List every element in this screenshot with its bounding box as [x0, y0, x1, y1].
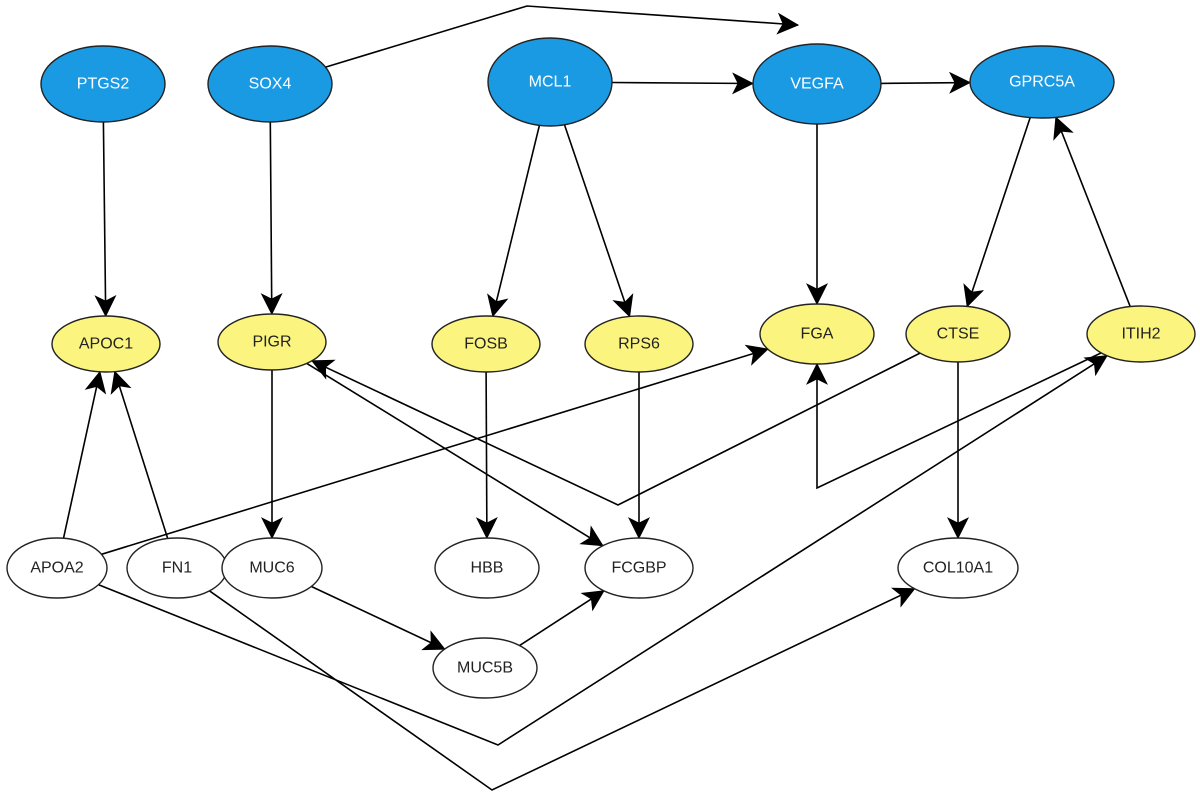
node-ellipse[interactable] [1086, 305, 1196, 363]
node-label: COL10A1 [923, 560, 993, 577]
node-fosb[interactable]: FOSB [431, 315, 541, 373]
node-label: MUC5B [457, 660, 513, 677]
node-ellipse[interactable] [584, 537, 694, 599]
node-col10a1[interactable]: COL10A1 [897, 537, 1019, 599]
node-label: FN1 [162, 560, 192, 577]
node-label: GPRC5A [1009, 74, 1075, 91]
edge-fosb-to-hbb [475, 371, 498, 540]
node-label: RPS6 [618, 336, 660, 353]
node-sox4[interactable]: SOX4 [207, 45, 333, 123]
edge-itih2-to-gprc5a [1053, 116, 1131, 307]
edge-fn1-to-apoc1 [110, 370, 169, 539]
edge-apoa2-to-fga [101, 344, 769, 556]
edge-mcl1-to-vegfa [611, 72, 755, 95]
node-label: MCL1 [529, 74, 572, 91]
edge-muc5b-to-fcgbp [519, 590, 605, 647]
node-gprc5a[interactable]: GPRC5A [969, 45, 1115, 119]
edge-apoa2-to-apoc1 [62, 370, 107, 539]
node-ptgs2[interactable]: PTGS2 [40, 45, 166, 123]
node-label: MUC6 [249, 560, 294, 577]
node-label: SOX4 [249, 76, 292, 93]
edge-itih2-to-fga [806, 352, 1102, 490]
edge-muc6-to-muc5b [311, 585, 446, 651]
node-ellipse[interactable] [752, 43, 882, 125]
node-label: VEGFA [790, 76, 844, 93]
nodes-layer: PTGS2 SOX4 MCL1 VEGFA GPRC5A APOC1 PIGR FOSB RPS… [6, 37, 1196, 699]
node-ellipse[interactable] [6, 537, 108, 599]
edge-mcl1-to-rps6 [563, 124, 634, 318]
edge-pigr-to-fcgbp [306, 362, 604, 547]
node-ellipse[interactable] [759, 303, 875, 365]
node-label: HBB [471, 560, 504, 577]
edge-apoa2-to-itih2 [98, 355, 1108, 746]
edge-sox4-to-pigr [260, 121, 283, 316]
node-ellipse[interactable] [432, 637, 538, 699]
node-fcgbp[interactable]: FCGBP [584, 537, 694, 599]
node-ellipse[interactable] [897, 537, 1019, 599]
node-vegfa[interactable]: VEGFA [752, 43, 882, 125]
edge-fn1-to-col10a1 [208, 587, 916, 791]
edge-vegfa-to-gprc5a [880, 71, 972, 94]
edges-layer [62, 5, 1131, 791]
node-muc5b[interactable]: MUC5B [432, 637, 538, 699]
node-label: APOC1 [79, 336, 133, 353]
node-label: ITIH2 [1121, 326, 1160, 343]
node-label: FOSB [464, 336, 508, 353]
node-ellipse[interactable] [217, 313, 327, 371]
node-ellipse[interactable] [969, 45, 1115, 119]
edge-ptgs2-to-apoc1 [94, 121, 117, 318]
node-apoa2[interactable]: APOA2 [6, 537, 108, 599]
edge-ctse-to-pigr [311, 352, 921, 506]
node-label: FGA [801, 326, 834, 343]
edge-mcl1-to-fosb [487, 125, 541, 318]
node-ellipse[interactable] [221, 537, 323, 599]
node-ellipse[interactable] [905, 305, 1011, 363]
node-fn1[interactable]: FN1 [126, 537, 228, 599]
node-pigr[interactable]: PIGR [217, 313, 327, 371]
node-muc6[interactable]: MUC6 [221, 537, 323, 599]
node-label: FCGBP [611, 560, 666, 577]
node-ellipse[interactable] [487, 37, 613, 127]
node-ellipse[interactable] [431, 315, 541, 373]
node-ellipse[interactable] [434, 537, 540, 599]
node-itih2[interactable]: ITIH2 [1086, 305, 1196, 363]
node-ellipse[interactable] [40, 45, 166, 123]
node-label: APOA2 [30, 560, 83, 577]
node-hbb[interactable]: HBB [434, 537, 540, 599]
node-ellipse[interactable] [207, 45, 333, 123]
node-ellipse[interactable] [584, 315, 694, 373]
node-mcl1[interactable]: MCL1 [487, 37, 613, 127]
edge-sox4-to-vegfa [325, 5, 800, 68]
node-ctse[interactable]: CTSE [905, 305, 1011, 363]
node-fga[interactable]: FGA [759, 303, 875, 365]
node-rps6[interactable]: RPS6 [584, 315, 694, 373]
edge-gprc5a-to-ctse [963, 117, 1031, 308]
node-ellipse[interactable] [51, 315, 161, 373]
node-label: PIGR [252, 334, 291, 351]
node-label: CTSE [937, 326, 980, 343]
node-label: PTGS2 [77, 76, 130, 93]
node-apoc1[interactable]: APOC1 [51, 315, 161, 373]
